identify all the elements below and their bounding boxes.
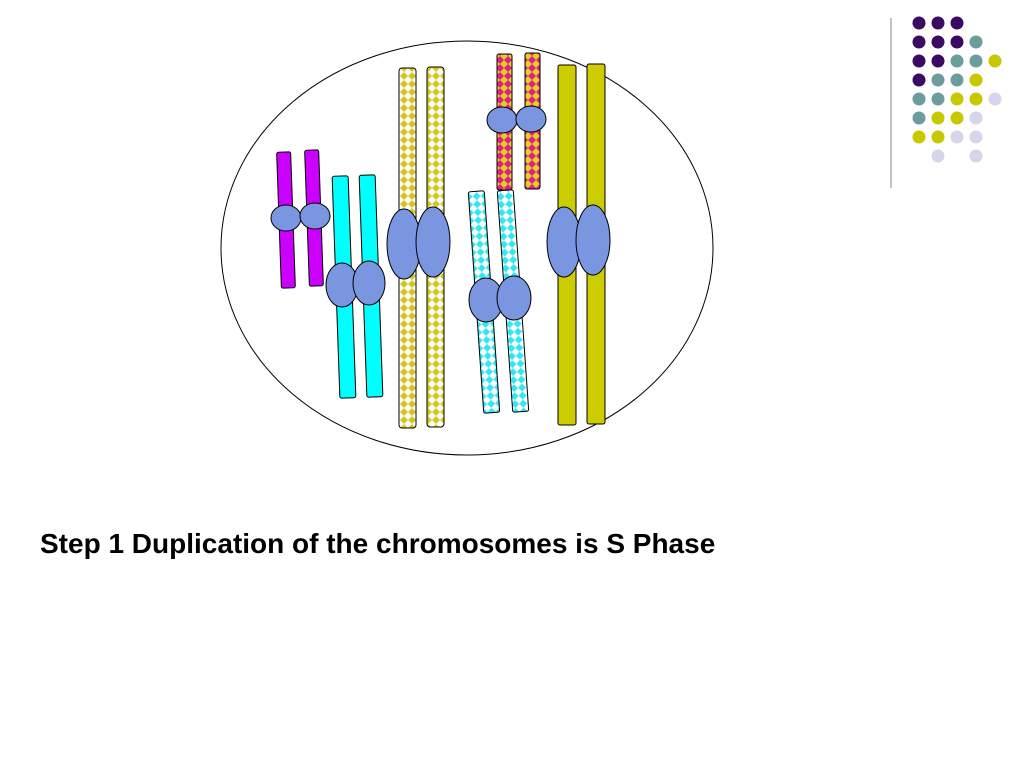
chromosome-cyan-checkered: [467, 189, 532, 414]
decorative-dot: [969, 149, 983, 163]
decorative-dot: [931, 111, 945, 125]
decorative-dot: [969, 130, 983, 144]
chromosome-olive: [546, 63, 611, 426]
decorative-dot: [950, 16, 964, 30]
decorative-dot: [912, 54, 926, 68]
decorative-dot: [931, 16, 945, 30]
decorative-dot: [950, 35, 964, 49]
centromere-yellow-checkered-right: [415, 206, 451, 278]
decorative-dot: [969, 54, 983, 68]
chromosome-cyan: [325, 174, 386, 399]
decorative-dot: [969, 92, 983, 106]
decorative-dot: [912, 111, 926, 125]
centromere-pink-checkered-left: [486, 106, 518, 134]
decorative-dot: [931, 35, 945, 49]
chromosome-pink-checkered: [486, 52, 547, 191]
decorative-dot: [988, 92, 1002, 106]
decorative-dot: [950, 130, 964, 144]
decorative-dot: [950, 111, 964, 125]
chromosome-magenta: [270, 149, 331, 289]
decorative-dot: [931, 73, 945, 87]
centromere-magenta-left: [270, 204, 302, 232]
decorative-dot: [931, 149, 945, 163]
decorative-dot: [912, 35, 926, 49]
corner-dot-grid: [912, 16, 1002, 163]
decorative-dot: [969, 73, 983, 87]
decorative-dot: [988, 54, 1002, 68]
decorative-dot: [931, 92, 945, 106]
chromosome-yellow-checkered: [386, 66, 451, 429]
decorative-dot: [912, 92, 926, 106]
decorative-dot: [931, 54, 945, 68]
cell-membrane: [220, 40, 714, 456]
decorative-dot: [950, 92, 964, 106]
decorative-dot: [912, 130, 926, 144]
centromere-pink-checkered-right: [515, 105, 547, 133]
decorative-dot: [950, 54, 964, 68]
decorative-dot: [912, 73, 926, 87]
decorative-dot: [969, 111, 983, 125]
decorative-dot: [912, 16, 926, 30]
centromere-olive-right: [575, 204, 611, 276]
slide-caption: Step 1 Duplication of the chromosomes is…: [40, 528, 716, 559]
centromere-magenta-right: [299, 202, 331, 230]
decorative-dot: [969, 35, 983, 49]
decorative-dot: [931, 130, 945, 144]
centromere-cyan-right: [352, 260, 386, 306]
centromere-cyan-checkered-right: [496, 275, 532, 321]
decorative-dot: [950, 73, 964, 87]
